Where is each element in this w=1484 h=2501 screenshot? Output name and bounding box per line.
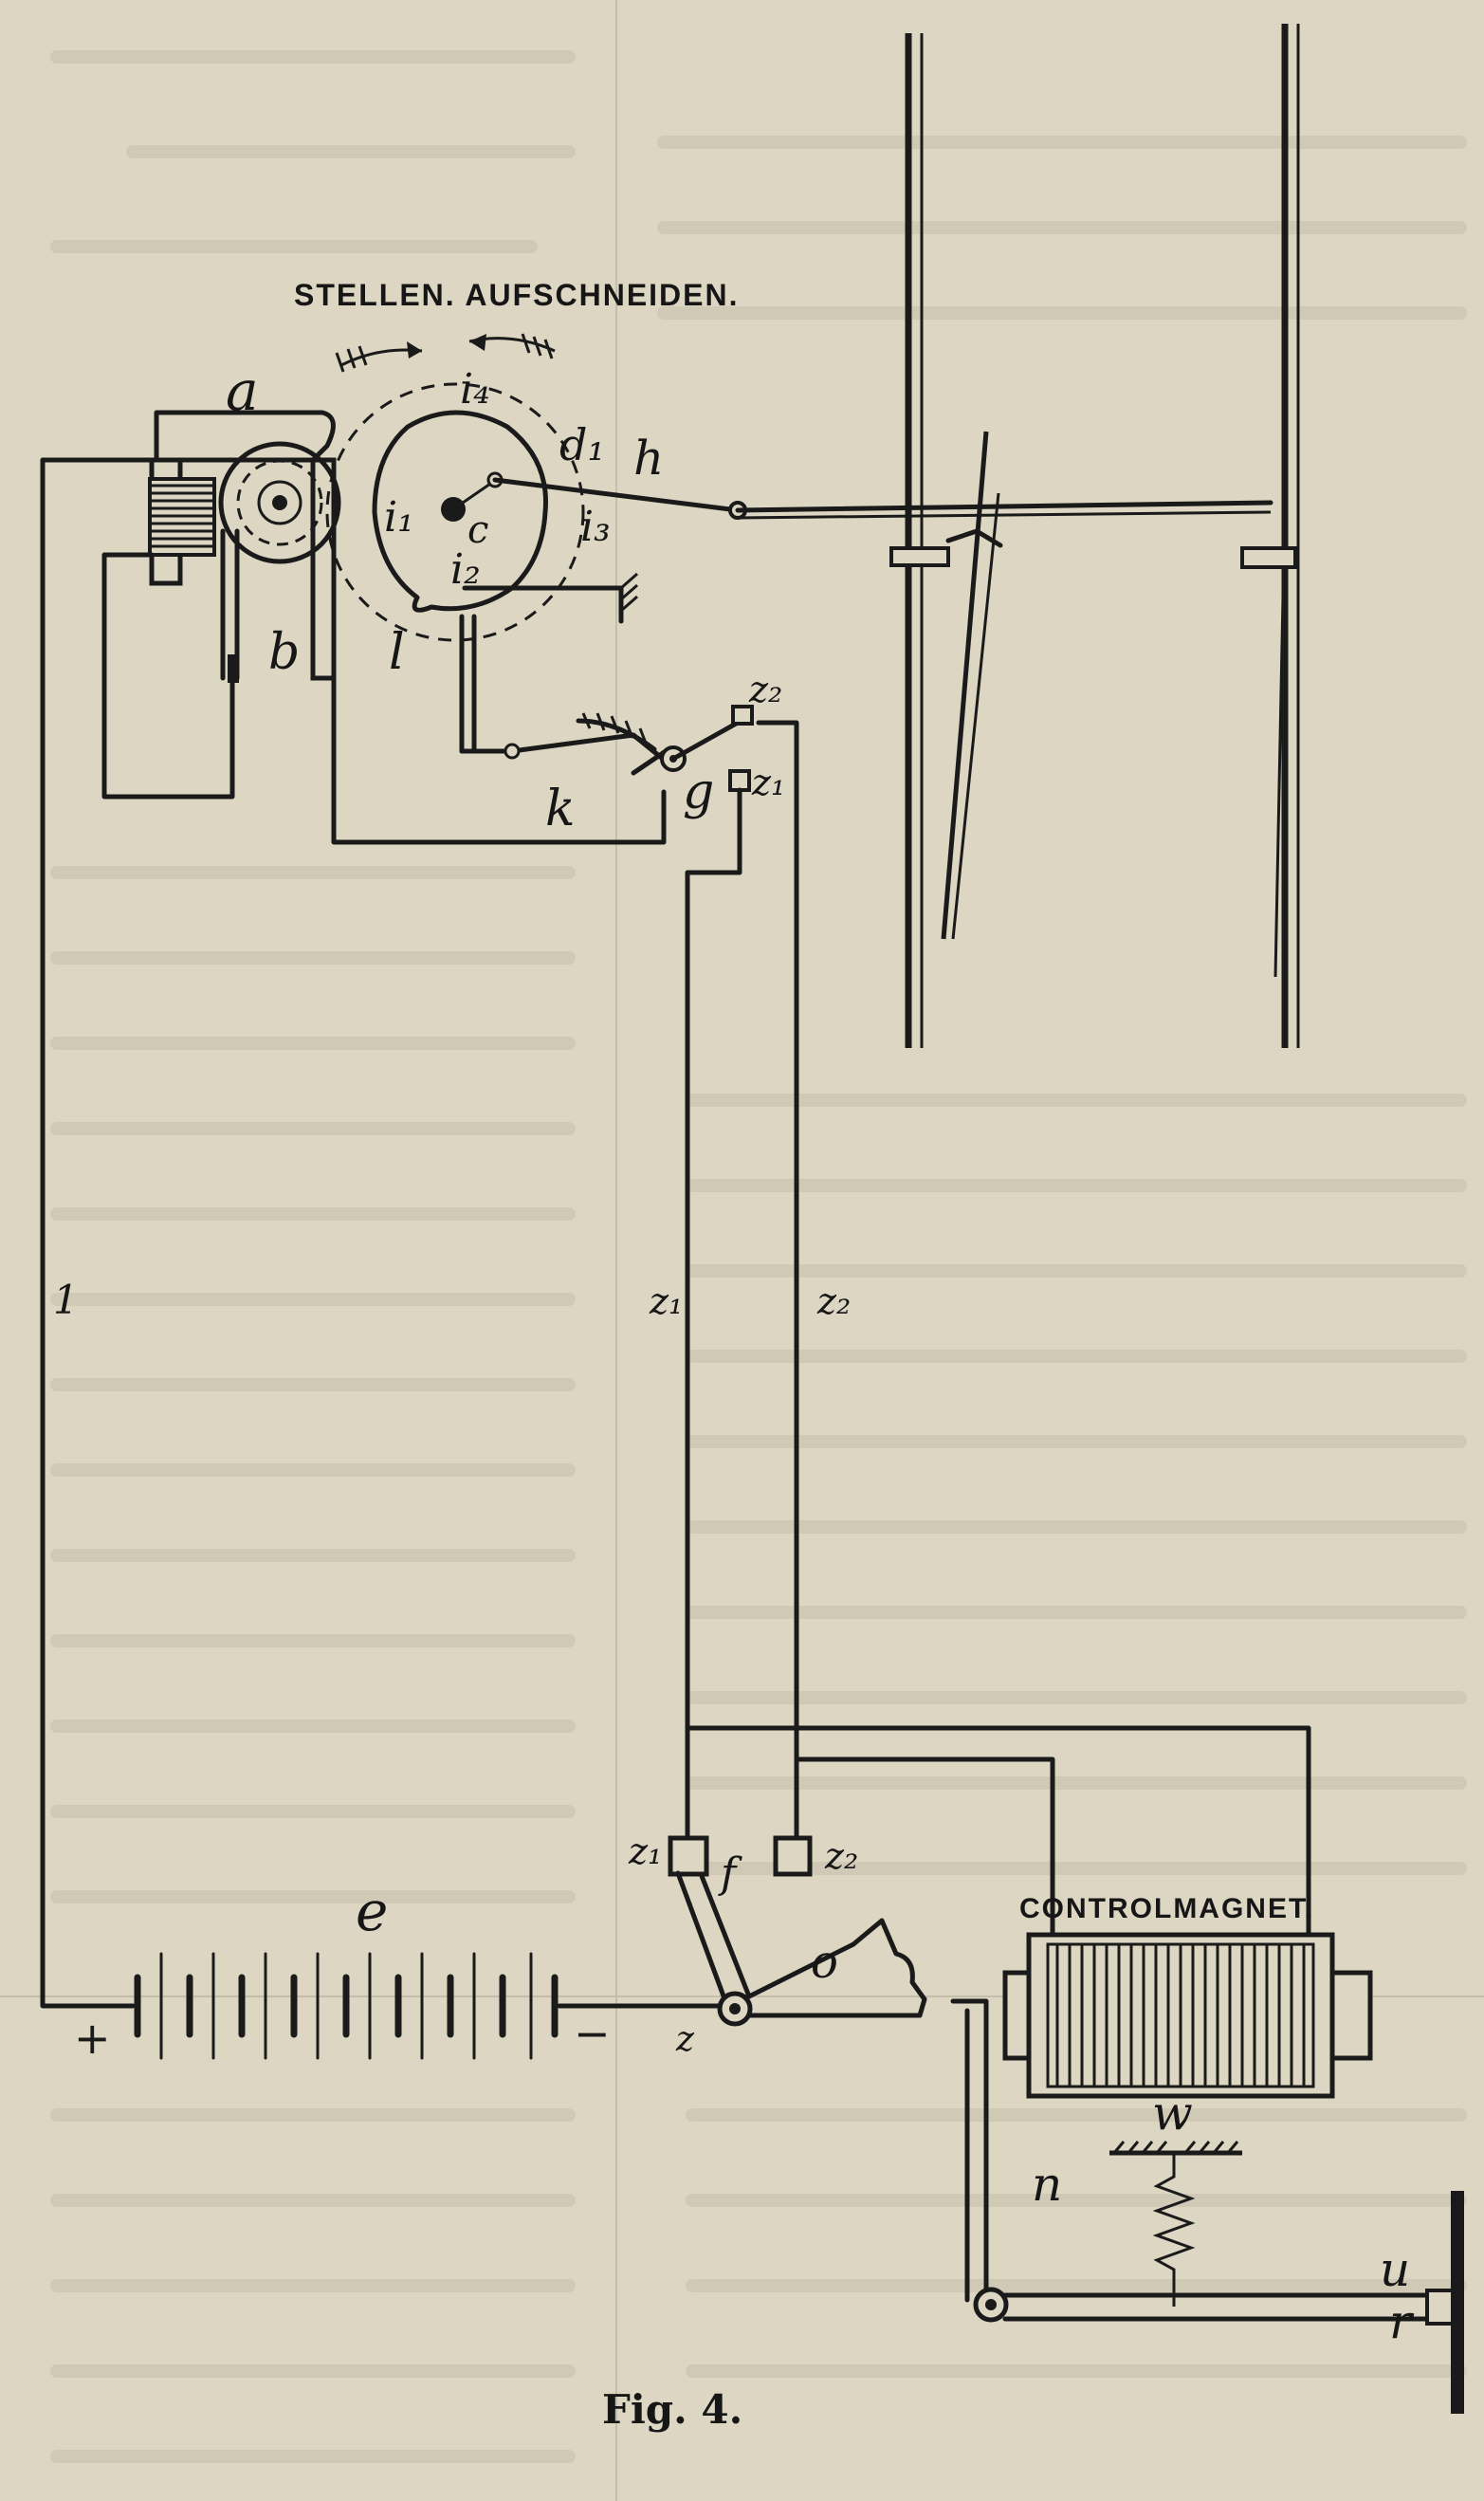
label-z2-bottom: z₂ — [824, 1835, 858, 1877]
rod-h — [492, 477, 1273, 520]
label-g: g — [683, 763, 714, 820]
control-magnet — [1002, 1932, 1373, 2099]
label-a: a — [226, 359, 259, 423]
label-w: w — [1152, 2086, 1193, 2141]
armature-disk-b — [218, 441, 341, 683]
label-u: u — [1380, 2242, 1410, 2297]
figure-caption: Fig. 4. — [602, 2386, 742, 2433]
labels: a b c d₁ h i₁ i₂ i₃ i₄ l k g z₁ z₂ 1 z₁ … — [53, 359, 1415, 2433]
label-wire-z1: z₁ — [649, 1280, 683, 1322]
label-i2: i₂ — [450, 545, 481, 594]
label-z1-top: z₁ — [751, 762, 785, 803]
label-z: z — [675, 2020, 695, 2059]
spring-w — [1109, 2141, 1242, 2307]
cam-disk — [372, 410, 548, 613]
label-k: k — [545, 781, 576, 837]
battery-e — [134, 1952, 559, 2060]
label-d1: d₁ — [559, 419, 605, 470]
rail-track — [889, 24, 1300, 1048]
wiring — [40, 457, 1311, 2009]
label-minus: − — [574, 2008, 611, 2059]
label-plus: + — [74, 2013, 111, 2064]
label-i3: i₃ — [580, 503, 611, 551]
headline-label: STELLEN. AUFSCHNEIDEN. — [294, 278, 740, 312]
label-wire-1: 1 — [53, 1277, 79, 1323]
label-i1: i₁ — [384, 493, 414, 542]
electromagnet-a — [148, 410, 337, 681]
label-z1-bottom: z₁ — [628, 1830, 662, 1872]
dashed-rotation-circle — [325, 382, 585, 642]
label-o: o — [811, 1936, 838, 1989]
rotation-arrows — [335, 333, 556, 373]
signal-disk-u — [1425, 2191, 1464, 2414]
label-wire-z2: z₂ — [816, 1280, 851, 1322]
label-z2-top: z₂ — [748, 669, 782, 710]
label-l: l — [389, 624, 405, 681]
label-b: b — [268, 624, 300, 681]
label-e: e — [356, 1879, 388, 1943]
label-c: c — [467, 508, 488, 552]
control-magnet-title: CONTROLMAGNET. — [1019, 1893, 1314, 1924]
label-h: h — [633, 431, 664, 486]
armature-lever-n — [950, 1998, 1430, 2323]
contact-switch-f — [668, 1835, 927, 2027]
label-i4: i₄ — [460, 365, 490, 414]
lever-linkage-k — [459, 572, 754, 792]
label-n: n — [1032, 2157, 1062, 2212]
label-r: r — [1389, 2294, 1415, 2349]
